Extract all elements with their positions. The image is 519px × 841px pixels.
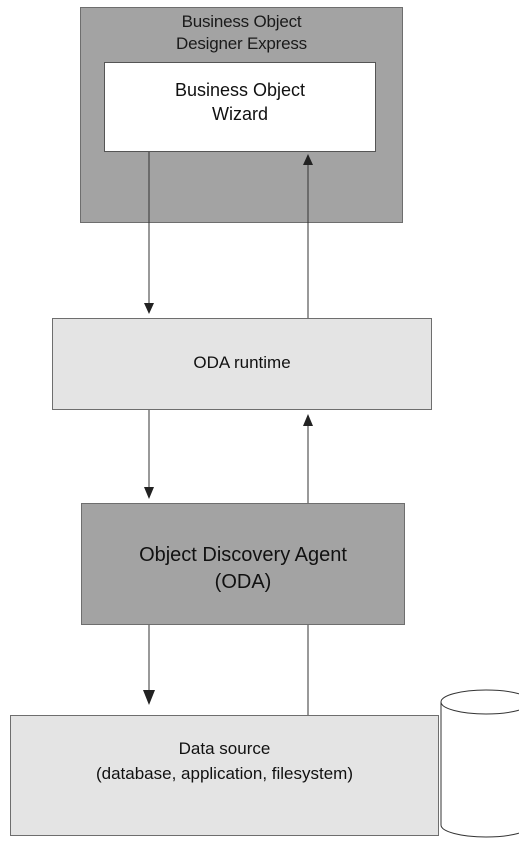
business-object-wizard-box: Business Object Wizard (104, 62, 376, 152)
data-source-label: Data source (database, application, file… (11, 736, 438, 786)
designer-express-title-line1: Business Object (181, 12, 302, 31)
arrow-agent-to-runtime (303, 414, 313, 503)
wizard-label-line2: Wizard (211, 104, 268, 124)
designer-express-title-line2: Designer Express (176, 34, 307, 53)
oda-agent-label-line1: Object Discovery Agent (139, 544, 347, 566)
oda-agent-label-line2: (ODA) (214, 571, 272, 593)
arrow-wizard-to-runtime (144, 152, 154, 314)
designer-express-title: Business Object Designer Express (81, 11, 402, 55)
object-discovery-agent-box: Object Discovery Agent (ODA) (81, 503, 405, 625)
wizard-label: Business Object Wizard (105, 78, 375, 126)
wizard-label-line1: Business Object (174, 80, 306, 100)
database-cylinder-icon (440, 689, 519, 838)
data-source-label-line2: (database, application, filesystem) (95, 764, 354, 783)
arrow-agent-to-datasource (143, 625, 155, 705)
oda-agent-label: Object Discovery Agent (ODA) (82, 542, 404, 596)
oda-runtime-box: ODA runtime (52, 318, 432, 410)
data-source-label-line1: Data source (178, 739, 271, 758)
arrow-runtime-to-agent (144, 410, 154, 499)
arrow-runtime-to-wizard (303, 154, 313, 318)
oda-runtime-label: ODA runtime (193, 353, 291, 372)
data-source-box: Data source (database, application, file… (10, 715, 439, 836)
